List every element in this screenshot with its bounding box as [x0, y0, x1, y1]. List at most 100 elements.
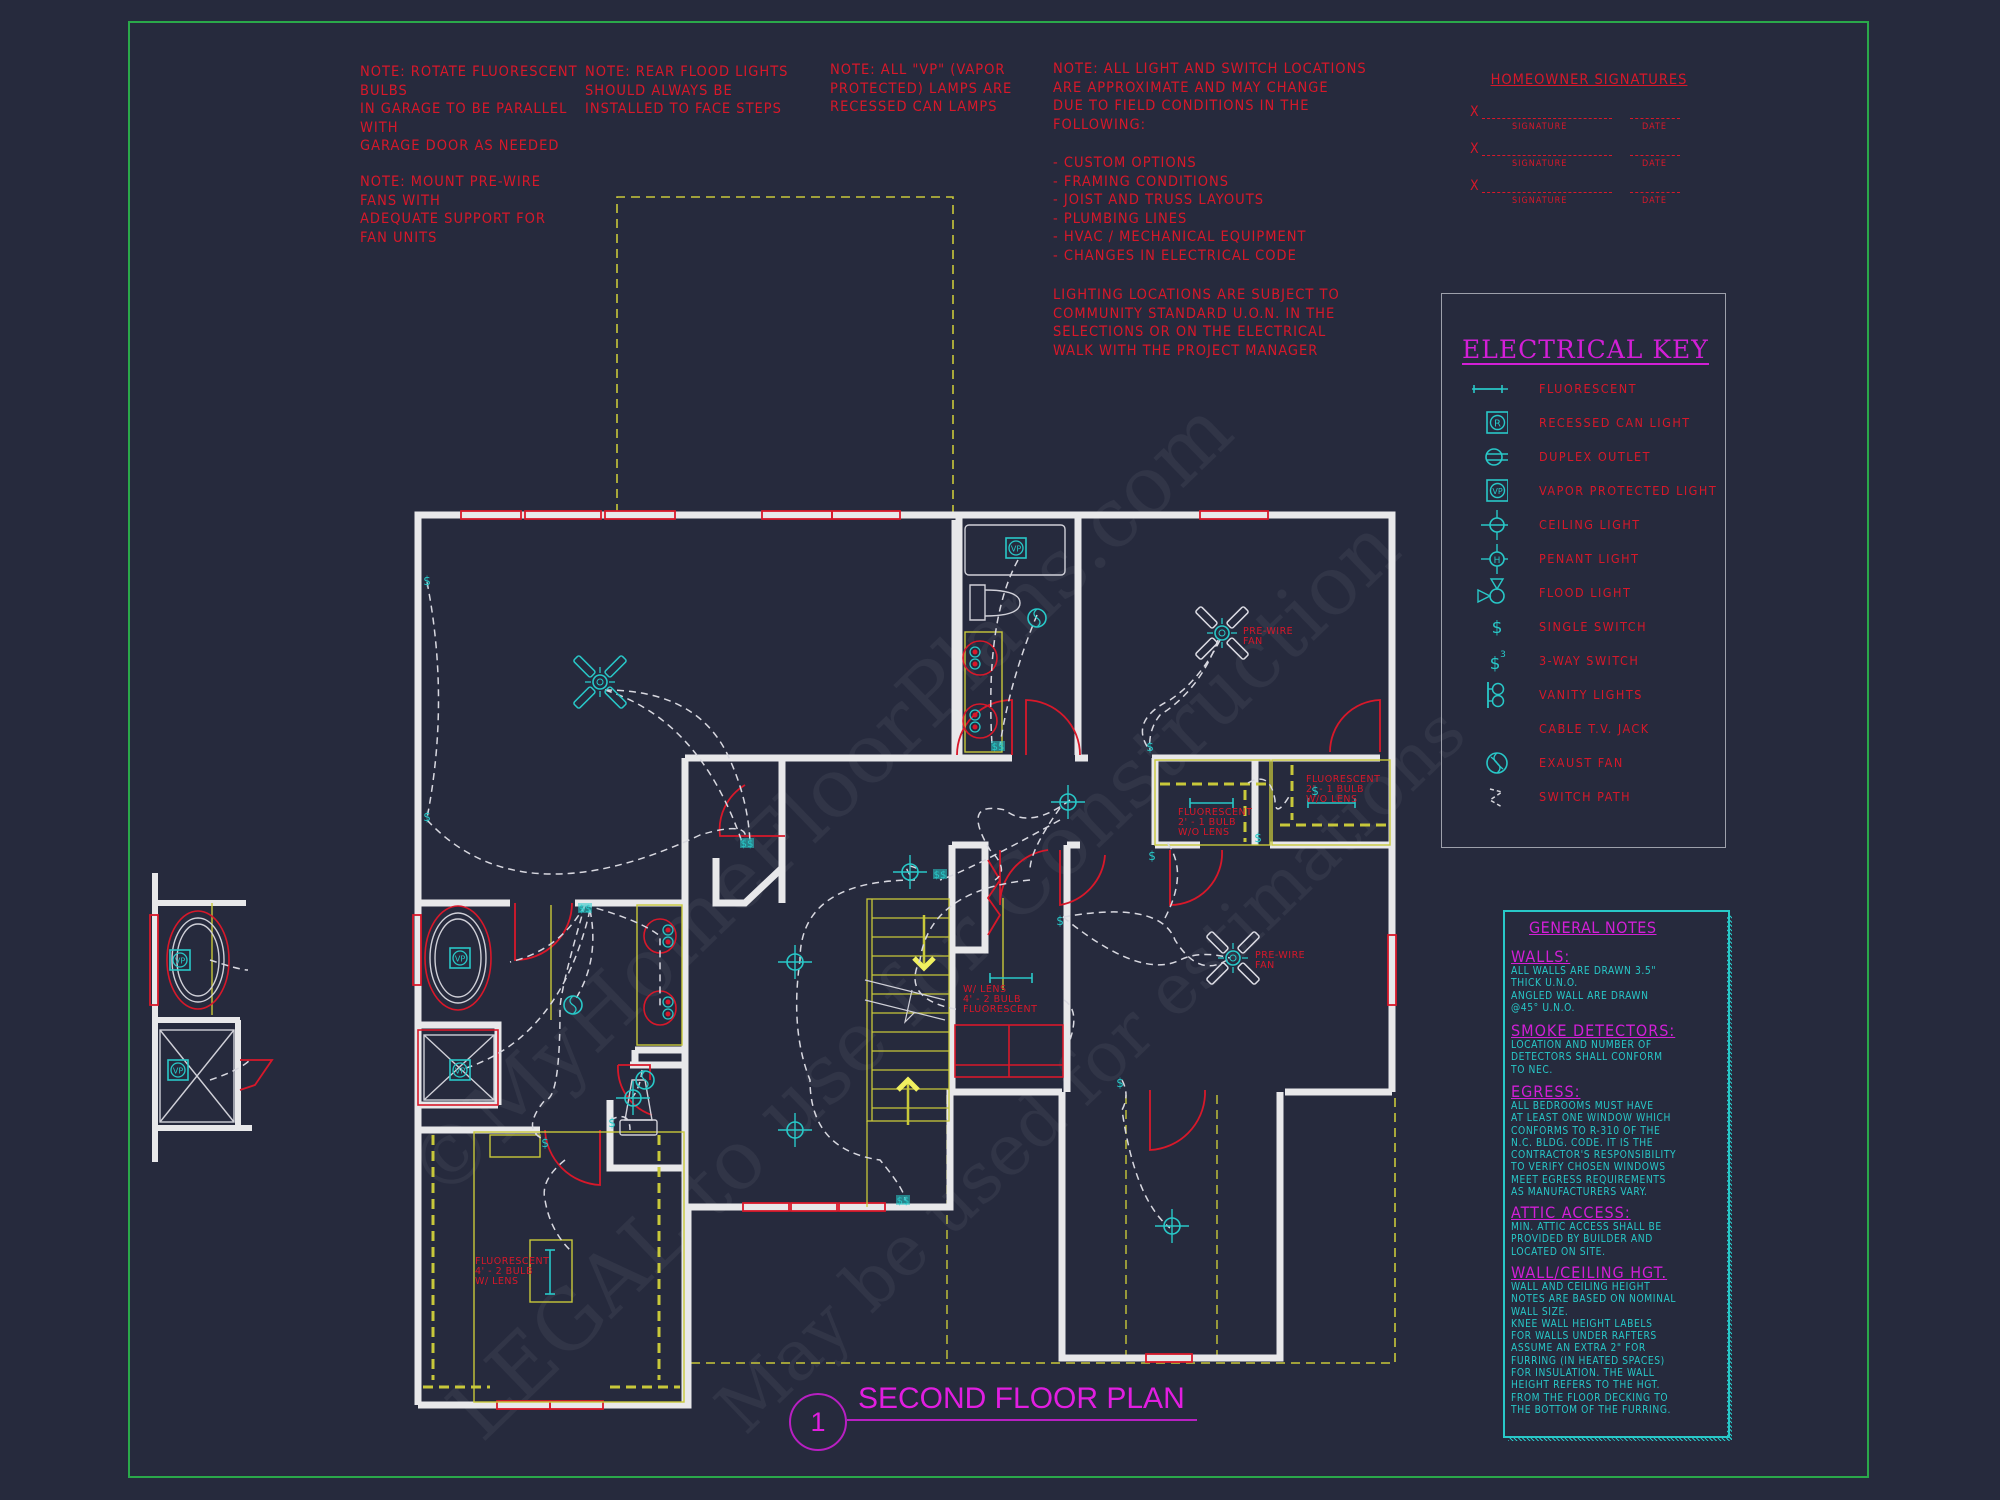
ceiling-light-icon — [777, 1112, 813, 1148]
section-body: ALL WALLS ARE DRAWN 3.5" THICK U.N.O. AN… — [1511, 966, 1657, 1014]
key-item-recessed-can: R RECESSED CAN LIGHT — [1442, 408, 1722, 438]
key-item-three-way-switch: $3 3-WAY SWITCH — [1442, 646, 1722, 676]
ceiling-fan-icon — [1194, 605, 1250, 661]
key-label: CABLE T.V. JACK — [1539, 721, 1650, 736]
vanity-lights-icon — [662, 924, 674, 948]
three-way-switch-icon — [740, 838, 754, 850]
single-switch-icon — [423, 574, 431, 588]
single-switch-icon — [1148, 849, 1156, 863]
signature-row[interactable]: X SIGNATURE DATE — [1470, 170, 1690, 207]
key-item-switch-path: SWITCH PATH — [1442, 782, 1722, 812]
exhaust-fan-icon — [1027, 608, 1047, 628]
switch-paths — [209, 559, 1291, 1251]
plan-title: SECOND FLOOR PLAN — [858, 1382, 1185, 1415]
single-switch-icon — [1254, 831, 1262, 845]
key-item-ceiling-light: CEILING LIGHT — [1442, 510, 1722, 540]
ceiling-fan-icon — [572, 654, 628, 710]
signature-x: X — [1470, 178, 1480, 194]
fluorescent-fixtures — [545, 798, 1356, 1295]
ceiling-light-icon — [1481, 510, 1508, 540]
section-heading: SMOKE DETECTORS: — [1511, 1021, 1676, 1040]
vapor-protected-light-icon — [449, 1059, 471, 1081]
three-way-switch-icon — [991, 741, 1005, 753]
vapor-protected-light-icon — [1005, 537, 1027, 559]
three-way-switch-icon — [933, 869, 947, 881]
note-conditions: - CUSTOM OPTIONS - FRAMING CONDITIONS - … — [1053, 155, 1307, 264]
date-line[interactable] — [1630, 118, 1680, 119]
single-switch-icon — [1146, 740, 1154, 754]
doors — [239, 699, 1381, 1186]
section-body: ALL BEDROOMS MUST HAVE AT LEAST ONE WIND… — [1511, 1101, 1677, 1199]
plumbing-fixtures — [159, 524, 1066, 1136]
section-body: LOCATION AND NUMBER OF DETECTORS SHALL C… — [1511, 1040, 1663, 1076]
key-label: VAPOR PROTECTED LIGHT — [1539, 483, 1718, 498]
key-label: 3-WAY SWITCH — [1539, 653, 1640, 668]
key-item-vanity-lights: VANITY LIGHTS — [1442, 680, 1722, 710]
note-community: LIGHTING LOCATIONS ARE SUBJECT TO COMMUN… — [1053, 287, 1340, 359]
three-way-switch-icon: $3 — [1490, 650, 1506, 674]
key-label: FLUORESCENT — [1539, 381, 1637, 396]
notes-section-wall-ceiling-height: WALL/CEILING HGT. WALL AND CEILING HEIGH… — [1511, 1264, 1676, 1417]
signature-row[interactable]: X SIGNATURE DATE — [1470, 133, 1690, 170]
section-heading: WALLS: — [1511, 947, 1571, 966]
svg-text:R: R — [1494, 419, 1501, 430]
section-heading: ATTIC ACCESS: — [1511, 1203, 1631, 1222]
key-item-duplex-outlet: DUPLEX OUTLET — [1442, 442, 1722, 472]
signature-line[interactable] — [1482, 192, 1612, 193]
duplex-outlet-icon — [1485, 448, 1508, 466]
key-label: VANITY LIGHTS — [1539, 687, 1643, 702]
note-garage-bulbs: NOTE: ROTATE FLUORESCENT BULBS IN GARAGE… — [360, 64, 578, 155]
date-label: DATE — [1642, 196, 1667, 206]
note-locations: NOTE: ALL LIGHT AND SWITCH LOCATIONS ARE… — [1053, 61, 1367, 133]
svg-text:VP: VP — [1492, 487, 1502, 496]
stairs — [866, 898, 950, 1207]
key-label: PENANT LIGHT — [1539, 551, 1640, 566]
date-line[interactable] — [1630, 192, 1680, 193]
walls — [414, 511, 1396, 1409]
recessed-can-light-icon: R — [1486, 411, 1508, 434]
signature-row[interactable]: X SIGNATURE DATE — [1470, 96, 1690, 133]
vanity-lights-icon — [662, 996, 674, 1020]
electrical-key: ELECTRICAL KEY FLUORESCENT R RECESSED CA… — [1441, 293, 1726, 848]
key-label: RECESSED CAN LIGHT — [1539, 415, 1691, 430]
ceiling-light-icon — [777, 944, 813, 980]
general-notes-title: GENERAL NOTES — [1529, 918, 1657, 937]
windows — [149, 510, 1397, 1410]
date-label: DATE — [1642, 122, 1667, 132]
key-item-fluorescent: FLUORESCENT — [1442, 374, 1722, 404]
single-switch-icon — [541, 1136, 549, 1150]
vanity-lights-icon — [969, 646, 981, 670]
signature-line[interactable] — [1482, 155, 1612, 156]
three-way-switch-icon — [578, 903, 592, 915]
pendant-light-icon: H — [1481, 544, 1508, 574]
exhaust-fan-icon — [563, 995, 583, 1015]
key-item-cable-tv-jack: CABLE T.V. JACK — [1442, 714, 1722, 744]
key-label: DUPLEX OUTLET — [1539, 449, 1651, 464]
ceiling-fan-icon — [1205, 930, 1261, 986]
note-flood-lights: NOTE: REAR FLOOD LIGHTS SHOULD ALWAYS BE… — [585, 64, 789, 118]
vanity-lights-icon — [969, 709, 981, 733]
note-prewire-fans: NOTE: MOUNT PRE-WIRE FANS WITH ADEQUATE … — [360, 174, 546, 246]
single-switch-icon — [423, 810, 431, 824]
date-line[interactable] — [1630, 155, 1680, 156]
signature-line[interactable] — [1482, 118, 1612, 119]
homeowner-signatures: HOMEOWNER SIGNATURES X SIGNATURE DATE X … — [1470, 72, 1690, 207]
key-item-flood-light: FLOOD LIGHT — [1442, 578, 1722, 608]
svg-text:3: 3 — [1500, 650, 1506, 660]
electrical-key-title: ELECTRICAL KEY — [1462, 335, 1709, 365]
key-item-single-switch: $ SINGLE SWITCH — [1442, 612, 1722, 642]
notes-section-smoke-detectors: SMOKE DETECTORS: LOCATION AND NUMBER OF … — [1511, 1022, 1675, 1077]
signature-x: X — [1470, 141, 1480, 157]
laundry-appliances — [954, 1024, 1064, 1078]
notes-hatch-border — [1508, 1436, 1732, 1441]
three-way-switch-icon — [896, 1195, 910, 1207]
vanity-lights-icon — [1487, 682, 1505, 708]
signature-label: SIGNATURE — [1512, 196, 1568, 206]
section-heading: WALL/CEILING HGT. — [1511, 1263, 1668, 1282]
signatures-title: HOMEOWNER SIGNATURES — [1490, 72, 1688, 88]
